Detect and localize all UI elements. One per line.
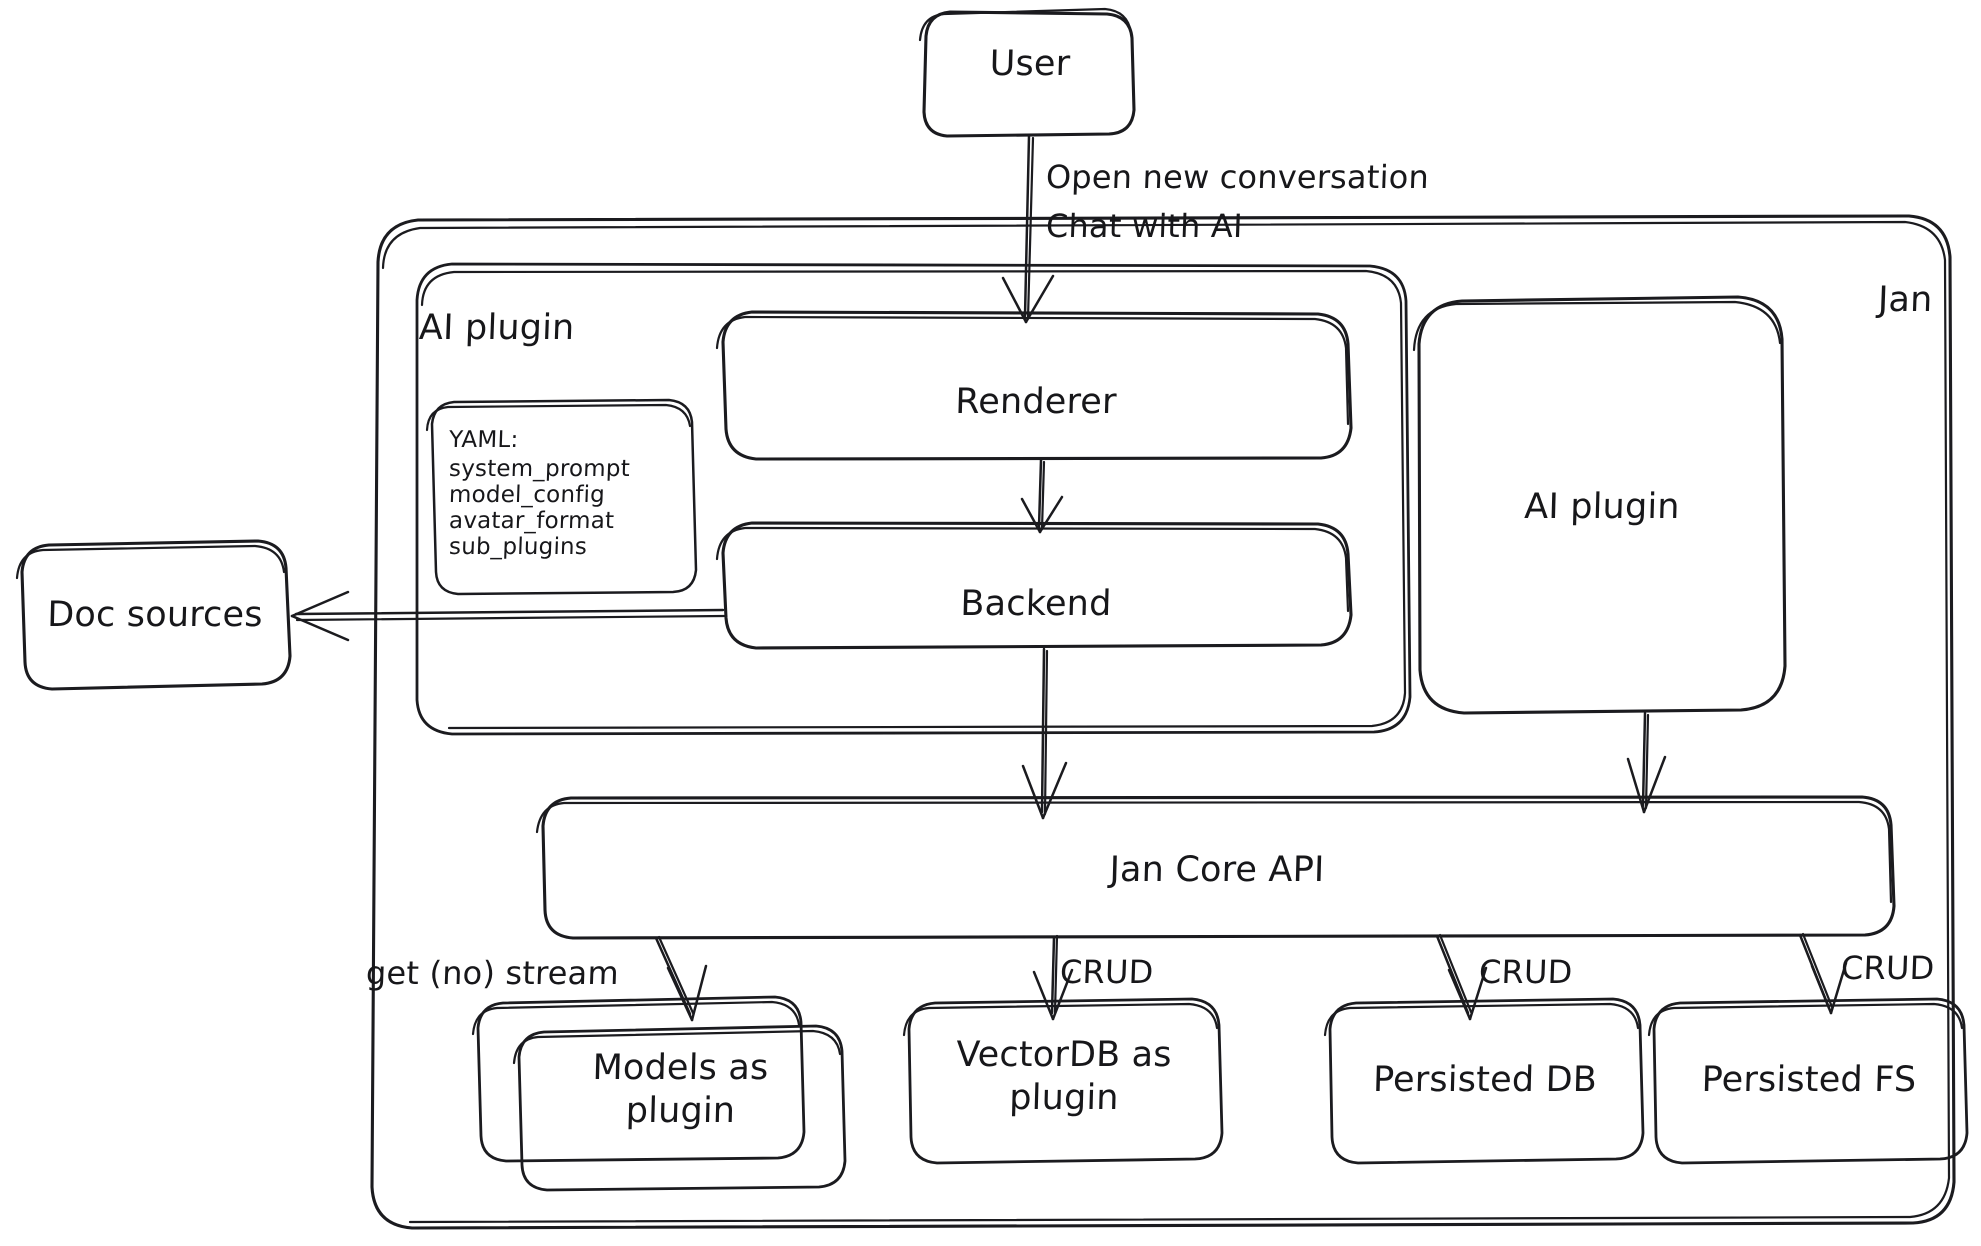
node-doc-sources-shape — [15, 539, 292, 691]
edge-backend-to-doc-sources — [290, 590, 726, 642]
card-yaml-key-avatar-format: avatar_format — [448, 508, 615, 534]
node-persisted-fs-label: Persisted FS — [1701, 1060, 1917, 1100]
node-user-shape — [918, 7, 1136, 138]
edge-core-to-models — [654, 935, 708, 1022]
node-models-as-plugin-label-line2: plugin — [625, 1091, 736, 1131]
node-renderer-shape — [715, 310, 1353, 461]
node-vectordb-as-plugin-label-line2: plugin — [1008, 1078, 1120, 1118]
node-user-label: User — [989, 44, 1071, 84]
container-jan-shape — [370, 214, 1956, 1230]
node-persisted-db-label: Persisted DB — [1372, 1060, 1598, 1100]
card-yaml-heading: YAML: — [448, 427, 519, 453]
edge-user-to-renderer — [1001, 134, 1055, 324]
edge-label-chat-with-ai: Chat with AI — [1045, 207, 1244, 245]
edge-label-crud-vectordb: CRUD — [1059, 953, 1155, 991]
card-yaml-shape — [425, 398, 698, 596]
node-jan-core-api-label: Jan Core API — [1108, 850, 1326, 890]
edge-backend-to-jan-core-api — [1021, 647, 1068, 820]
node-models-as-plugin-shape — [471, 995, 847, 1192]
node-doc-sources-label: Doc sources — [46, 595, 264, 635]
node-renderer-label: Renderer — [954, 382, 1118, 422]
node-models-as-plugin-label-line1: Models as — [592, 1048, 770, 1088]
edge-renderer-to-backend — [1020, 458, 1064, 534]
edge-core-to-vectordb — [1032, 934, 1074, 1021]
edge-label-crud-persisted-fs: CRUD — [1840, 949, 1936, 987]
node-vectordb-as-plugin-label-line1: VectorDB as — [955, 1035, 1173, 1075]
edge-core-to-persisted-db — [1435, 933, 1488, 1021]
node-ai-plugin-box-shape — [1412, 295, 1787, 715]
node-backend-label: Backend — [959, 584, 1113, 624]
container-jan-label: Jan — [1877, 280, 1934, 320]
container-ai-plugin-group-label: AI plugin — [418, 308, 576, 348]
card-yaml-key-system-prompt: system_prompt — [448, 456, 631, 482]
edge-label-open-new-conversation: Open new conversation — [1045, 158, 1430, 196]
card-yaml-key-model-config: model_config — [448, 482, 606, 508]
edge-label-get-no-stream: get (no) stream — [365, 954, 620, 992]
node-backend-shape — [715, 521, 1353, 650]
edge-ai-plugin-to-jan-core-api — [1626, 711, 1667, 814]
node-jan-core-api-shape — [535, 795, 1896, 940]
edge-core-to-persisted-fs — [1798, 932, 1848, 1015]
node-persisted-fs-shape — [1647, 997, 1969, 1165]
edge-label-crud-persisted-db: CRUD — [1478, 953, 1574, 991]
node-persisted-db-shape — [1323, 997, 1645, 1165]
container-ai-plugin-group-shape — [415, 262, 1412, 736]
node-ai-plugin-box-label: AI plugin — [1523, 487, 1681, 527]
card-yaml-key-sub-plugins: sub_plugins — [448, 534, 588, 560]
